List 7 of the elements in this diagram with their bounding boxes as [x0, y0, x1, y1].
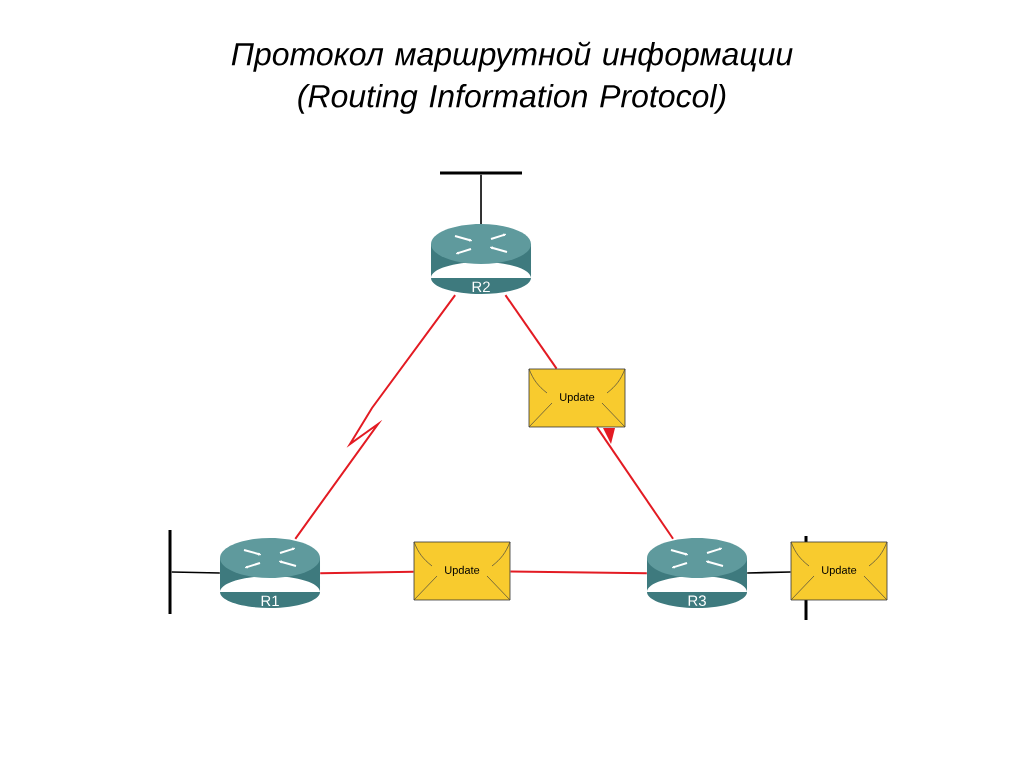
network-bar — [440, 171, 522, 175]
link-line — [504, 294, 558, 370]
link-line — [294, 294, 457, 540]
network-bar — [168, 530, 172, 614]
title: Протокол маршрутной информации (Routing Information Protocol) — [231, 41, 793, 114]
link-line — [596, 426, 675, 540]
link-line — [480, 173, 482, 226]
